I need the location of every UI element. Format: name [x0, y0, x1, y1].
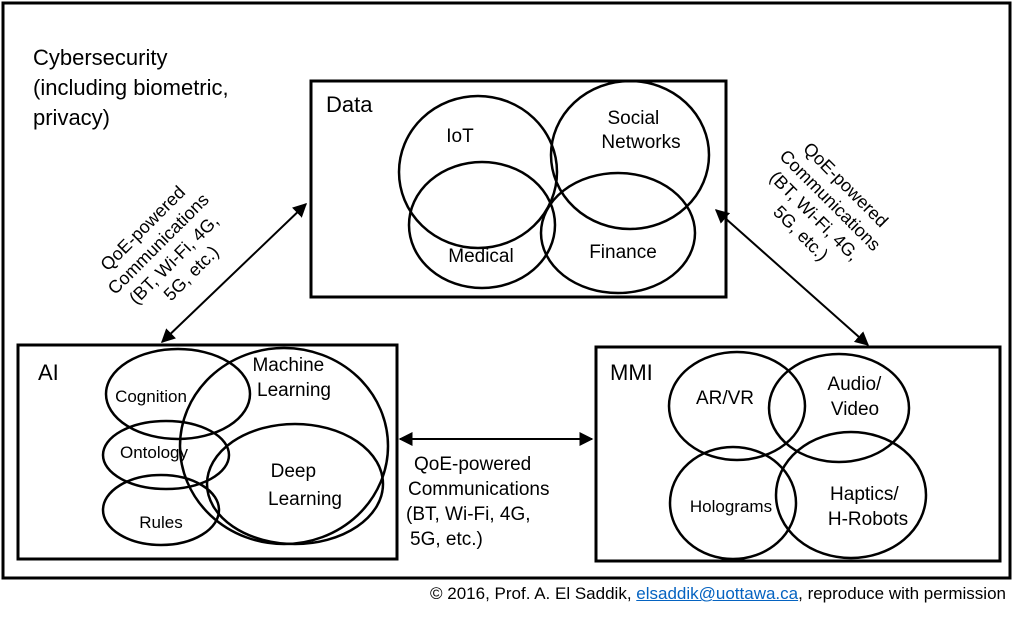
label-finance: Finance: [589, 242, 657, 263]
label-holograms: Holograms: [690, 497, 772, 516]
mmi-box: MMI AR/VR Audio/ Video Holograms Haptics…: [594, 345, 1002, 563]
venn-circle-iot: [397, 94, 559, 250]
venn-circle-holograms: [668, 445, 798, 561]
label-audio-video: Audio/ Video: [827, 374, 886, 420]
arrow-ai-to-data: [160, 203, 308, 343]
venn-circle-haptics-h-robots: [774, 430, 928, 560]
label-social-networks: Social Networks: [601, 108, 680, 153]
data-box: Data IoT Social Networks Medical Finance: [309, 79, 728, 299]
venn-circle-ontology: [101, 419, 231, 491]
venn-circle-finance: [539, 171, 697, 295]
link-label-ai-data: QoE-powered Communications (BT, Wi-Fi, 4…: [88, 170, 247, 329]
permission-text: , reproduce with permission: [798, 584, 1006, 603]
data-box-title: Data: [326, 92, 373, 117]
label-ontology: Ontology: [120, 443, 189, 462]
arrow-data-to-mmi: [714, 209, 870, 346]
label-rules: Rules: [139, 513, 182, 532]
label-medical: Medical: [448, 246, 513, 267]
venn-circle-deep-learning: [205, 422, 385, 546]
cybersecurity-label: Cybersecurity (including biometric, priv…: [33, 45, 235, 130]
link-label-ai-mmi: QoE-powered Communications (BT, Wi-Fi, 4…: [406, 454, 555, 550]
email-link[interactable]: elsaddik@uottawa.ca: [636, 584, 799, 603]
label-machine-learning: Machine Learning: [252, 355, 331, 401]
outer-frame: [1, 1, 1012, 580]
label-ar-vr: AR/VR: [696, 388, 754, 409]
link-label-data-mmi: QoE-powered Communications (BT, Wi-Fi, 4…: [745, 130, 904, 289]
label-haptics-h-robots: Haptics/ H-Robots: [828, 484, 908, 530]
label-deep-learning: Deep Learning: [268, 461, 342, 510]
venn-circle-cognition: [104, 347, 252, 441]
mmi-box-frame: [594, 345, 1002, 563]
copyright-text: © 2016, Prof. A. El Saddik,: [430, 584, 637, 603]
label-cognition: Cognition: [115, 387, 187, 406]
venn-circle-social-networks: [549, 79, 711, 231]
copyright-footer: © 2016, Prof. A. El Saddik, elsaddik@uot…: [0, 584, 1006, 604]
data-box-frame: [309, 79, 728, 299]
label-iot: IoT: [446, 126, 474, 147]
venn-circle-rules: [101, 473, 221, 547]
venn-circle-ar-vr: [667, 350, 807, 462]
ai-box-frame: [16, 343, 399, 561]
venn-circle-medical: [407, 160, 557, 290]
mmi-box-title: MMI: [610, 360, 653, 385]
ai-box: AI Cognition Ontology Rules Machine Lear…: [16, 343, 399, 561]
ai-box-title: AI: [38, 360, 59, 385]
venn-circle-machine-learning: [178, 346, 390, 546]
venn-circle-audio-video: [767, 352, 911, 464]
